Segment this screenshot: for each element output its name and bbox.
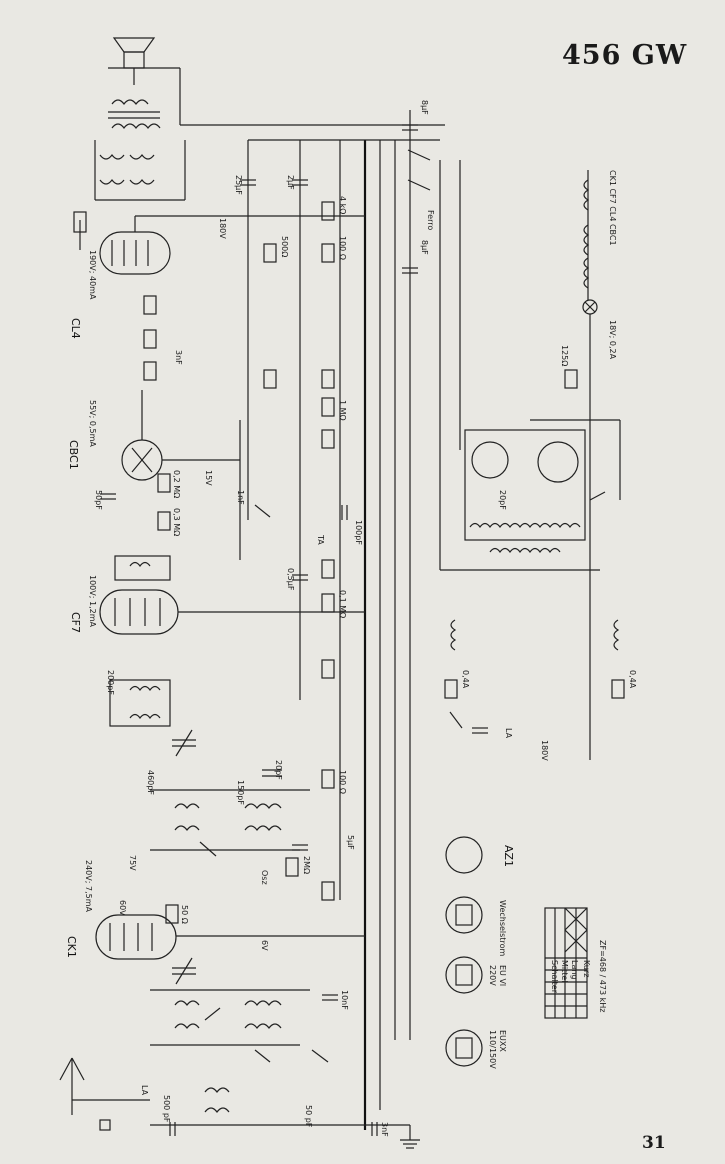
- antenna-label-la: LA: [140, 1085, 149, 1096]
- dial-lamp-label: 18V; 0,2A: [608, 320, 617, 360]
- cap-label-10nf: 10nF: [340, 990, 349, 1010]
- cap-label-500pf: 500 pF: [162, 1095, 171, 1123]
- resistor-label-2mohm: 2MΩ: [302, 856, 311, 874]
- resistor-label-50: 50 Ω: [180, 905, 189, 924]
- cap-label-25uf: 25µF: [234, 175, 243, 195]
- cap-label-460pf: 460pF: [146, 770, 155, 795]
- resistor-label-02: 0,2 MΩ: [172, 470, 181, 498]
- voltage-180b: 180V: [540, 740, 549, 761]
- power-transformer: [464, 419, 621, 554]
- switch-table: [544, 907, 588, 1019]
- voltage-15: 15V: [204, 470, 213, 486]
- switch-table-header: Schalter: [550, 960, 559, 994]
- cap-label-20nf: 20pF: [498, 490, 507, 510]
- tube-cl4: [73, 211, 365, 275]
- tube-label-cbc1: CBC1: [67, 440, 80, 470]
- fuse-label-b: 0,4A: [628, 670, 637, 689]
- rf-coils: [150, 789, 310, 1113]
- cap-label-8uf: 8µF: [420, 240, 429, 255]
- resistor-label-4k: 4 kΩ: [338, 196, 347, 214]
- page-title: 456 GW: [562, 40, 688, 71]
- mains-label-euxx: EUXX: [498, 1030, 507, 1052]
- mains-label-220: 220V: [488, 965, 497, 986]
- resistor-label-1mohm: 1 MΩ: [338, 400, 347, 421]
- cap-label-150pf: 150pF: [236, 780, 245, 805]
- band-label-kurz: Kurz: [582, 960, 591, 977]
- bus-lines: [150, 110, 600, 1130]
- tube-label-ck1: CK1: [65, 936, 78, 958]
- cap-label-5uf: 5µF: [346, 835, 355, 850]
- resistor-label-03: 0,3 MΩ: [172, 508, 181, 536]
- band-label-mittel: Mittel: [560, 960, 569, 983]
- mains-label-eu: EU Vl: [498, 965, 507, 986]
- cap-label-20pf: 20pF: [274, 760, 283, 780]
- resistor-label-100b: 100 Ω: [338, 770, 347, 794]
- tube-sockets: [445, 836, 483, 1067]
- if-transformer-1: [109, 555, 171, 727]
- tube-cbc1: [121, 390, 241, 560]
- resistor-label-01: 0,1 MΩ: [338, 590, 347, 618]
- tube-label-cf7: CF7: [69, 612, 82, 633]
- voltage-190: 190V; 40mA: [88, 250, 97, 300]
- band-label-ta: TA: [316, 534, 325, 545]
- loudspeaker-icon: [108, 37, 181, 125]
- voltage-240: 240V; 7,5mA: [84, 860, 93, 912]
- tube-label-az1: AZ1: [502, 845, 515, 867]
- cap-label-100pf: 100pF: [354, 520, 363, 545]
- cap-label-2uf: 2µF: [286, 175, 295, 190]
- resistor-label-125: 125Ω: [560, 345, 569, 366]
- heater-chain: [450, 170, 620, 651]
- cap-label-1nf: 1nF: [236, 490, 245, 505]
- osc-label: Osz: [260, 870, 269, 885]
- tuning-capacitors: [172, 729, 282, 985]
- voltage-55: 55V; 0,5mA: [88, 400, 97, 447]
- page-number: 31: [642, 1133, 666, 1153]
- voltage-180: 180V: [218, 218, 227, 239]
- resistor-label-100: 100 Ω: [338, 236, 347, 260]
- heater-chain-label: CK1 CF7 CL4 CBC1: [608, 170, 617, 246]
- wechselstrom-label: Wechselstrom: [498, 900, 507, 956]
- cap-label-3nf: 3nF: [174, 350, 183, 365]
- cap-label-3nf-b: 3nF: [380, 1122, 389, 1137]
- tube-label-cl4: CL4: [69, 318, 82, 339]
- cap-label-200pf: 200pF: [106, 670, 115, 695]
- zf-label: ZF=468 / 473 kHz: [598, 940, 607, 1013]
- fixed-capacitors: [100, 124, 488, 1136]
- resistor-column: [143, 140, 625, 924]
- voltage-60: 60V: [118, 900, 127, 916]
- cap-label-05uf: 0,5µF: [286, 568, 295, 591]
- mains-label-110: 110/150V: [488, 1030, 497, 1069]
- antenna-label-lb: LA: [504, 728, 513, 739]
- cap-label-50pf-b: 50 pF: [304, 1105, 313, 1128]
- ferro-label: Ferro: [426, 210, 435, 230]
- output-transformer: [94, 99, 186, 201]
- voltage-100: 100V; 1,2mA: [88, 575, 97, 627]
- band-switches: [199, 149, 606, 1063]
- band-label-lang: Lang: [570, 960, 579, 980]
- cap-label-8uf-b: 8µF: [420, 100, 429, 115]
- antenna-icon: [59, 1057, 150, 1131]
- ground-icon: [400, 1125, 420, 1149]
- cap-label-50pf: 50pF: [94, 490, 103, 510]
- voltage-75: 75V: [128, 855, 137, 871]
- resistor-label-500: 500Ω: [280, 236, 289, 257]
- fuse-label-a: 0,4A: [461, 670, 470, 689]
- tube-ck1: [95, 914, 365, 960]
- voltage-6: 6V: [260, 940, 269, 951]
